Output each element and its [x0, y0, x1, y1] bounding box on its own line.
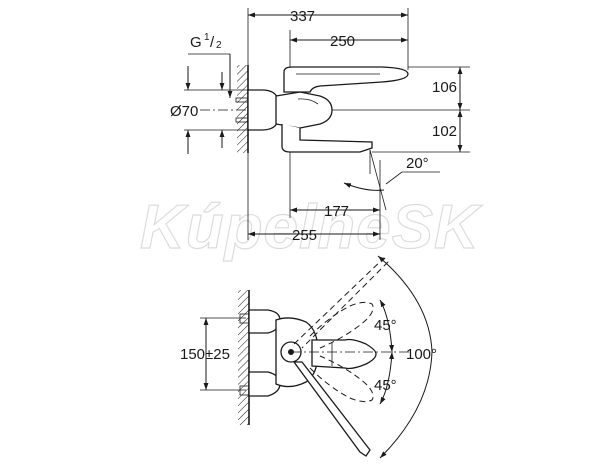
inlet-fitting-upper — [235, 97, 249, 103]
spout-side — [281, 124, 373, 153]
leader-20 — [385, 171, 403, 185]
lever-handle-side — [283, 66, 409, 93]
dim-angle-total: 100° — [406, 346, 437, 363]
body-detail-side — [297, 98, 319, 105]
dim-arc-100 — [377, 255, 433, 459]
escutcheon-side — [247, 89, 279, 131]
dim-spout-angle: 20° — [406, 155, 429, 172]
dim-angle-lower: 45° — [374, 377, 397, 394]
spout-position-upper — [309, 301, 374, 349]
mixer-body-side — [275, 91, 333, 129]
wall-hatch-top — [238, 290, 249, 425]
inlet-top-lower — [239, 385, 250, 396]
wall-hatch-side — [237, 65, 248, 153]
dim-thread-main: G — [190, 34, 202, 51]
dim-thread-slash: / — [210, 34, 215, 51]
spout-axis — [369, 149, 387, 211]
dim-arc-20 — [343, 182, 385, 191]
spout-position-lower — [309, 355, 374, 403]
inlet-fitting-lower — [235, 117, 249, 123]
dim-thread-num: 1 — [204, 32, 210, 43]
dim-diameter: Ø70 — [170, 103, 198, 120]
dim-angle-upper: 45° — [374, 317, 397, 334]
dim-overall-width: 337 — [290, 8, 315, 25]
dim-lower-height: 102 — [432, 123, 457, 140]
dim-spout-reach: 177 — [324, 203, 349, 220]
lever-top-solid — [292, 361, 371, 457]
top-view: 45° 45° 100° 150±25 — [180, 255, 437, 459]
dim-handle-width: 250 — [330, 33, 355, 50]
inlet-top-upper — [239, 313, 250, 324]
dim-thread-den: 2 — [216, 40, 222, 51]
dim-total-reach: 255 — [292, 227, 317, 244]
side-view: 337 250 G 1 / 2 Ø70 106 102 20° 177 — [170, 8, 470, 244]
dim-inlet-spacing: 150±25 — [180, 346, 230, 363]
watermark: KúpelneSK — [140, 193, 483, 262]
spout-top — [311, 338, 377, 370]
lever-top-dashed — [293, 257, 389, 349]
dim-upper-height: 106 — [432, 79, 457, 96]
